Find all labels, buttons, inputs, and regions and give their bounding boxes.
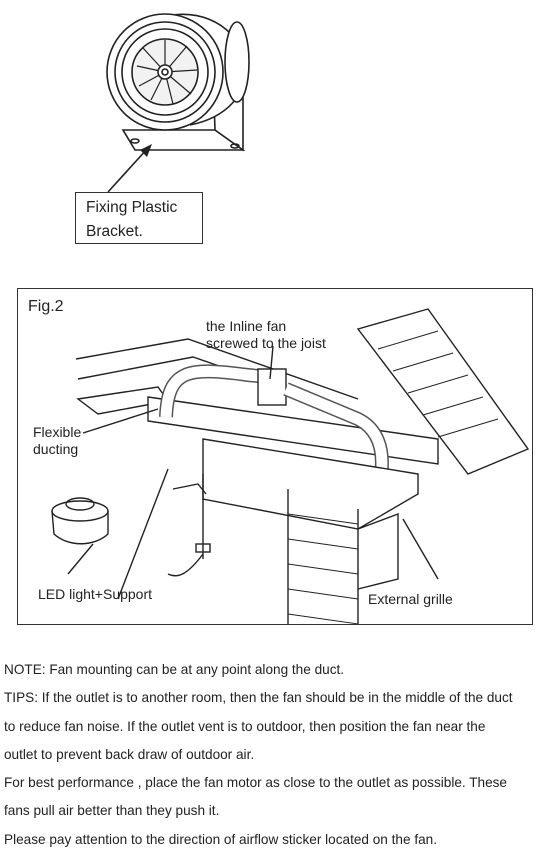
note-line: Please pay attention to the direction of…: [4, 831, 437, 847]
bracket-pointer-arrow: [107, 144, 152, 193]
external-grille-label: External grille: [368, 591, 453, 607]
installation-diagram: [51, 308, 530, 624]
callout-line-2: Bracket.: [86, 223, 143, 240]
note-line: fans pull air better than they push it.: [4, 803, 220, 819]
fan-label-line-2: screwed to the joist: [206, 335, 326, 351]
ducting-label-line-1: Flexible: [33, 424, 82, 440]
figure-2-frame: [17, 288, 533, 625]
inline-fan-illustration: [106, 13, 250, 152]
installation-notes: NOTE: Fan mounting can be at any point a…: [4, 656, 556, 854]
fan-label-line-1: the Inline fan: [206, 318, 287, 334]
callout-line-1: Fixing Plastic: [86, 199, 178, 216]
ducting-label-line-2: ducting: [33, 441, 79, 457]
led-light-label: LED light+Support: [38, 586, 153, 602]
fixing-bracket-callout: Fixing Plastic Bracket.: [75, 192, 203, 244]
note-line: to reduce fan noise. If the outlet vent …: [4, 718, 486, 734]
note-line: NOTE: Fan mounting can be at any point a…: [4, 662, 345, 677]
note-line: outlet to prevent back draw of outdoor a…: [4, 746, 255, 762]
note-line: For best performance , place the fan mot…: [4, 775, 507, 791]
note-line: TIPS: If the outlet is to another room, …: [4, 690, 513, 706]
figure-title: Fig.2: [28, 298, 64, 315]
